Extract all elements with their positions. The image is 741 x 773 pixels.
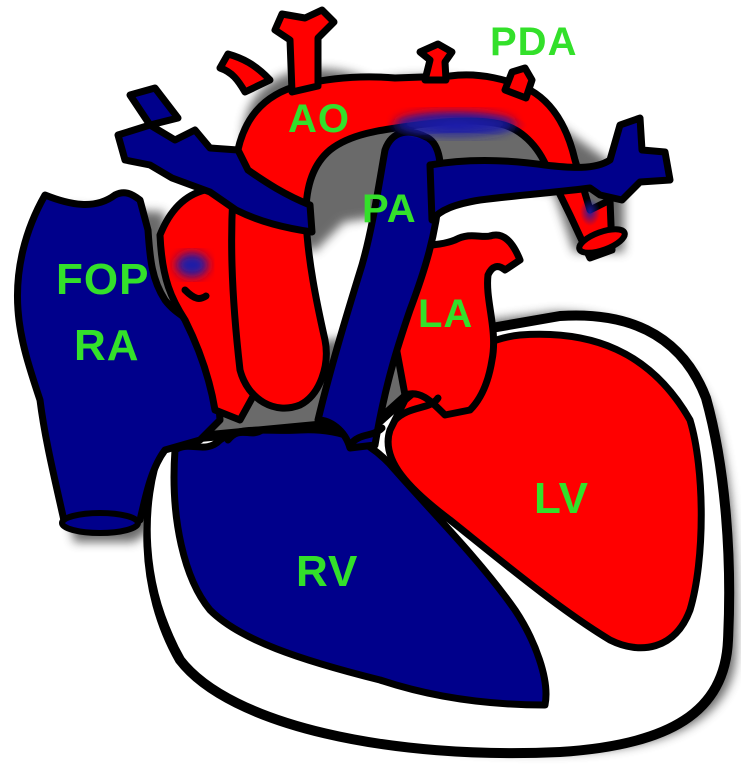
descending-aorta-mixing: [580, 198, 600, 226]
label-ra: RA: [74, 321, 140, 370]
label-rv: RV: [296, 547, 358, 596]
inferior-vena-cava-opening: [62, 513, 138, 533]
ductus-arteriosus-core: [395, 112, 515, 136]
label-pda: PDA: [490, 20, 577, 64]
descending-aorta-branch: [505, 68, 532, 98]
label-la: LA: [418, 292, 473, 336]
label-ao: AO: [288, 97, 350, 141]
label-lv: LV: [534, 474, 589, 523]
left-carotid-artery: [220, 54, 270, 92]
left-subclavian-artery: [420, 44, 452, 80]
label-fop: FOP: [56, 255, 149, 304]
pulmonary-branch-upper-left: [130, 88, 178, 125]
label-pa: PA: [362, 187, 417, 231]
foramen-ovale: [176, 253, 208, 277]
